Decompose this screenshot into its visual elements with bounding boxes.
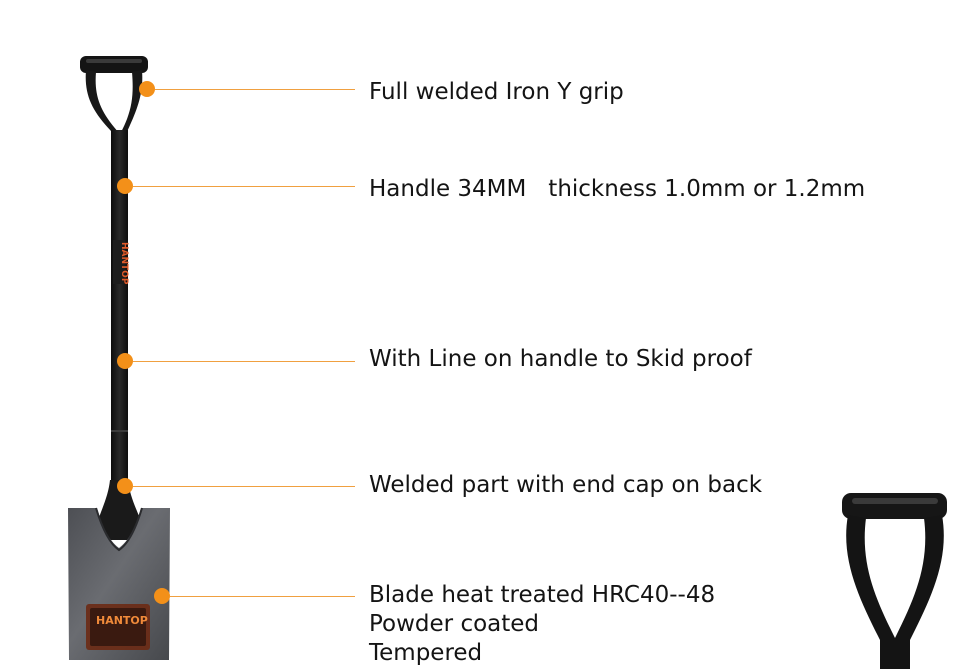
callout-label-welded-part: Welded part with end cap on back bbox=[369, 472, 763, 498]
shaft-logo: HANTOP bbox=[113, 240, 129, 285]
blade-spec-heat-treated: Blade heat treated HRC40--48 bbox=[369, 582, 716, 608]
callout-line-3 bbox=[133, 361, 355, 362]
callout-label-handle: Handle 34MM thickness 1.0mm or 1.2mm bbox=[369, 176, 866, 202]
svg-text:HANTOP: HANTOP bbox=[96, 614, 148, 627]
callout-marker-4 bbox=[117, 478, 133, 494]
welded-socket bbox=[92, 480, 148, 540]
callout-line-5 bbox=[170, 596, 355, 597]
callout-line-4 bbox=[133, 486, 355, 487]
blade-spec-tempered: Tempered bbox=[369, 640, 483, 666]
svg-text:HANTOP: HANTOP bbox=[119, 242, 129, 285]
callout-line-2 bbox=[133, 186, 355, 187]
callout-label-grip: Full welded Iron Y grip bbox=[369, 79, 624, 105]
callout-marker-2 bbox=[117, 178, 133, 194]
y-grip bbox=[80, 56, 148, 134]
callout-marker-5 bbox=[154, 588, 170, 604]
blade-spec-powder-coated: Powder coated bbox=[369, 611, 540, 637]
callout-line-1 bbox=[155, 89, 355, 90]
callout-label-skid-proof: With Line on handle to Skid proof bbox=[369, 346, 752, 372]
callout-marker-3 bbox=[117, 353, 133, 369]
blade-sticker: HANTOP bbox=[86, 604, 150, 650]
handle-shaft bbox=[111, 130, 128, 485]
grip-closeup bbox=[842, 493, 947, 669]
callout-marker-1 bbox=[139, 81, 155, 97]
callout-label-blade: Blade heat treated HRC40--48 Powder coat… bbox=[369, 581, 715, 668]
